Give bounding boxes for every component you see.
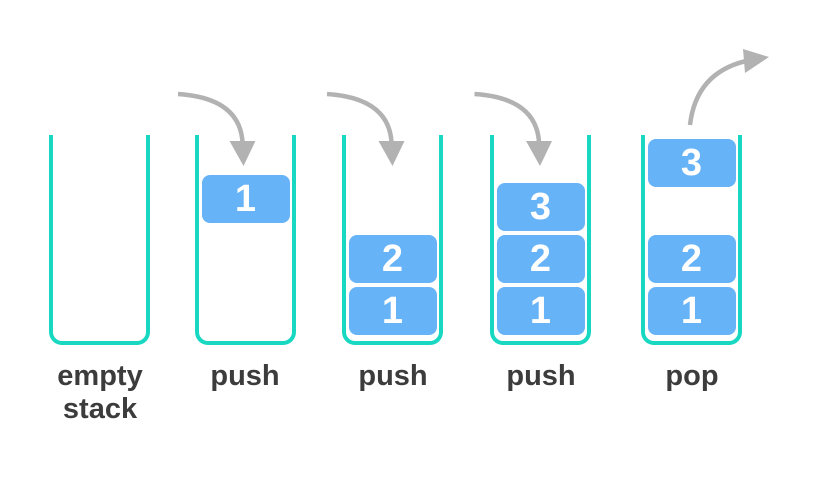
- stack-item: 1: [496, 287, 585, 335]
- stack-container-empty: [49, 135, 150, 345]
- stack-item: 1: [348, 287, 437, 335]
- stack-item: 3: [647, 139, 736, 187]
- stack-container-push-2: 2 1: [342, 135, 443, 345]
- stack-container-push-3: 3 2 1: [490, 135, 591, 345]
- frame-label-pop: pop: [665, 360, 719, 392]
- frame-label-push: push: [506, 360, 576, 392]
- frame-label-push: push: [210, 360, 280, 392]
- frame-label-empty-stack: empty stack: [57, 360, 143, 425]
- stack-item: 2: [496, 235, 585, 283]
- stack-item: 3: [496, 183, 585, 231]
- stack-container-push-1: 1: [195, 135, 296, 345]
- stack-item: 1: [647, 287, 736, 335]
- frame-label-push: push: [358, 360, 428, 392]
- pop-arrow-icon: [687, 49, 769, 126]
- stack-item: 2: [647, 235, 736, 283]
- stack-container-pop: 3 2 1: [641, 135, 742, 345]
- stack-item: 2: [348, 235, 437, 283]
- stack-item: 1: [201, 175, 290, 223]
